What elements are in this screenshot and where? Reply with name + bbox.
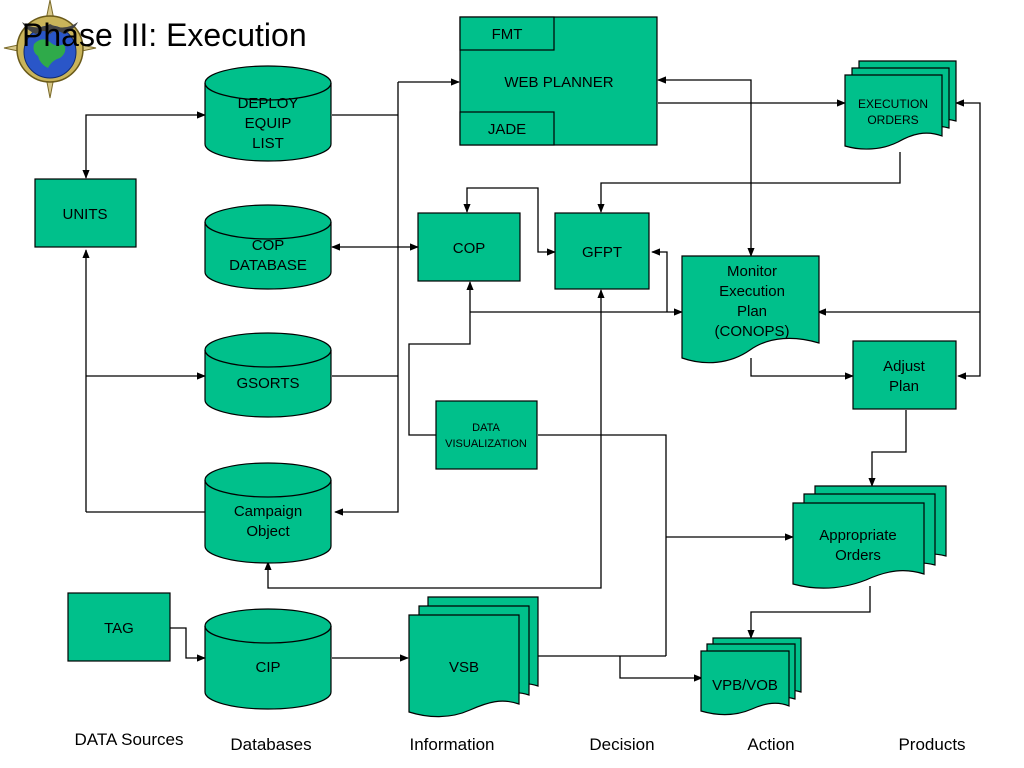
monitor-line-3: Plan [737,303,767,320]
tag-label: TAG [104,620,134,637]
web-planner-label: WEB PLANNER [504,74,613,91]
exec-orders-line-1: EXECUTION [858,97,928,111]
cop-label: COP [453,240,486,257]
column-products: Products [898,735,965,754]
connectors [82,76,981,682]
adjust-plan-box [852,340,957,410]
tag-box [67,592,171,662]
data-vis-line-2: VISUALIZATION [445,438,527,450]
cop-database-db [204,204,332,290]
campaign-object-db [204,462,332,564]
cop-box [417,212,521,282]
campaign-line-2: Object [246,523,290,540]
vsb-label: VSB [449,659,479,676]
monitor-line-4: (CONOPS) [715,323,790,340]
monitor-line-2: Execution [719,283,785,300]
cip-label: CIP [255,659,280,676]
cop-database-line-1: COP [252,237,285,254]
appropriate-line-2: Orders [835,547,881,564]
deploy-line-1: DEPLOY [238,95,299,112]
units-label: UNITS [63,206,108,223]
exec-orders-line-2: ORDERS [867,113,918,127]
cip-db [204,608,332,710]
adjust-line-2: Plan [889,378,919,395]
vpb-vob-label: VPB/VOB [712,677,778,694]
column-databases: Databases [230,735,311,754]
campaign-line-1: Campaign [234,503,302,520]
globe-emblem-icon [3,0,97,99]
deploy-line-3: LIST [252,135,284,152]
adjust-line-1: Adjust [883,358,926,375]
cop-database-line-2: DATABASE [229,257,307,274]
fmt-label: FMT [492,26,523,43]
gfpt-label: GFPT [582,244,622,261]
column-action: Action [747,735,794,754]
jade-label: JADE [488,121,526,138]
column-data-sources: DATA Sources [75,730,184,749]
vsb-doc [408,596,539,718]
monitor-plan-doc [681,255,820,364]
gfpt-box [554,212,650,290]
deploy-equip-list-db [204,65,332,162]
data-vis-line-1: DATA [472,422,500,434]
gsorts-db [204,332,332,418]
column-decision: Decision [589,735,654,754]
web-planner-block [459,16,658,146]
units-box [34,178,137,248]
data-visualization-box [435,400,538,470]
appropriate-line-1: Appropriate [819,527,897,544]
gsorts-label: GSORTS [236,375,299,392]
vpb-vob-doc [700,637,802,716]
page-title: Phase III: Execution [22,17,307,53]
appropriate-orders-doc [792,485,947,589]
execution-orders-doc [844,60,957,150]
deploy-line-2: EQUIP [245,115,292,132]
column-information: Information [409,735,494,754]
monitor-line-1: Monitor [727,263,777,280]
